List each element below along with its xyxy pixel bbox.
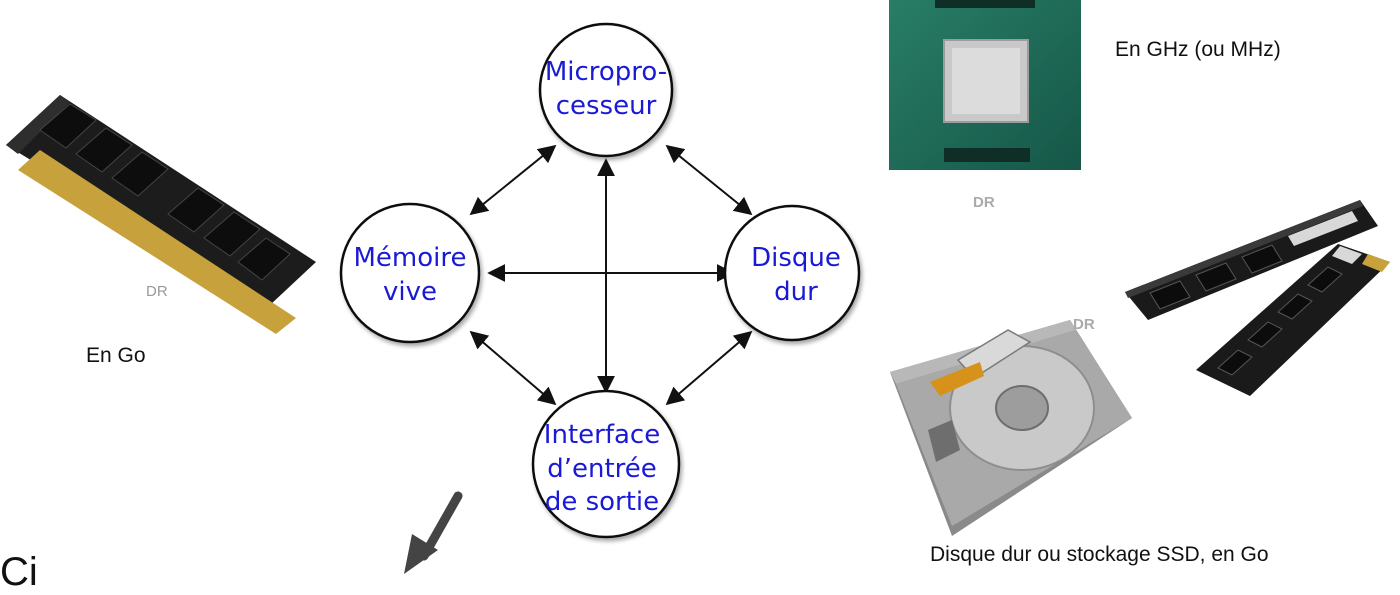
arrow-cpu-ram — [469, 144, 557, 216]
node-label-io-2: d’entrée — [547, 454, 657, 484]
cpu-caption: En GHz (ou MHz) — [1115, 38, 1281, 61]
node-label-cpu-2: cesseur — [556, 91, 657, 121]
architecture-diagram: Micropro- cesseur Mémoire vive Disque du… — [6, 0, 1390, 574]
ram-caption: En Go — [86, 344, 146, 367]
bottom-title-partial: Ci — [0, 550, 38, 594]
node-label-cpu-1: Micropro- — [545, 57, 667, 87]
cpu-photo-credit: DR — [973, 194, 995, 211]
arrow-cpu-disk — [665, 144, 753, 216]
cpu-chip-photo — [889, 0, 1081, 170]
node-interface-es: Interface d’entrée de sortie — [531, 389, 681, 539]
arrow-disk-io — [665, 330, 753, 406]
hard-drive-photo — [890, 320, 1132, 536]
diagram-arrows — [469, 144, 753, 406]
arrow-ram-io — [469, 330, 557, 406]
storage-photo-credit: DR — [1073, 316, 1095, 333]
node-label-disk-1: Disque — [751, 243, 841, 273]
node-microprocesseur: Micropro- cesseur — [538, 22, 674, 158]
ram-module-photo — [6, 95, 316, 334]
node-label-io-3: de sortie — [545, 487, 659, 517]
node-label-disk-2: dur — [774, 277, 818, 307]
node-disque-dur: Disque dur — [723, 204, 861, 342]
node-label-ram-2: vive — [383, 277, 437, 307]
node-memoire-vive: Mémoire vive — [339, 202, 481, 344]
node-label-ram-1: Mémoire — [353, 243, 466, 273]
ssd-modules-photo — [1125, 200, 1390, 396]
arrow-down-left-icon — [404, 491, 463, 574]
storage-caption: Disque dur ou stockage SSD, en Go — [930, 543, 1269, 566]
node-label-io-1: Interface — [544, 420, 660, 450]
ram-photo-credit: DR — [146, 283, 168, 300]
